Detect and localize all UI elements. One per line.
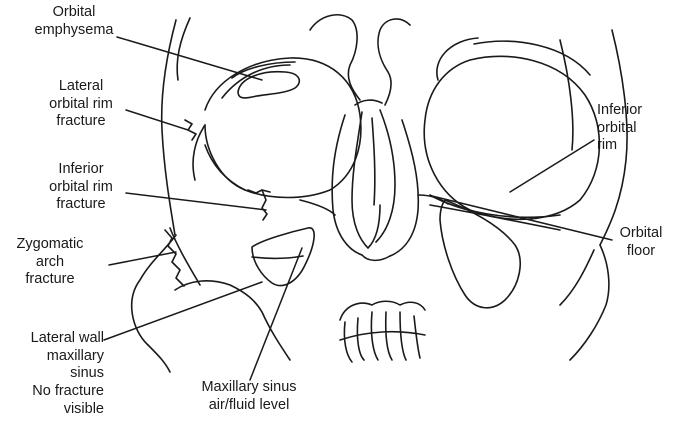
nasal-structures: [300, 15, 448, 261]
label-maxillary-sinus-air-fluid-level: Maxillary sinus air/fluid level: [174, 379, 324, 414]
leader-inferior-orbital-rim-fracture: [126, 193, 266, 210]
leader-inferior-orbital-rim: [510, 140, 594, 192]
label-no-fracture-visible: No fracture visible: [0, 383, 104, 418]
skull-outline: [132, 18, 627, 372]
leader-lateral-wall-maxillary-sinus: [104, 282, 262, 340]
maxillary-sinuses: [175, 200, 560, 360]
leader-orbital-emphysema: [117, 37, 262, 80]
label-orbital-emphysema: Orbital emphysema: [29, 4, 119, 39]
left-orbit: [193, 58, 361, 220]
label-orbital-floor: Orbital floor: [608, 225, 674, 260]
label-inferior-orbital-rim-fracture: Inferior orbital rim fracture: [36, 161, 126, 214]
leader-zygomatic-arch-fracture: [109, 252, 176, 265]
leader-lateral-orbital-rim-fracture: [126, 110, 188, 130]
label-inferior-orbital-rim: Inferior orbital rim: [597, 102, 677, 155]
label-lateral-wall-maxillary-sinus: Lateral wall maxillary sinus: [0, 330, 104, 383]
label-lateral-orbital-rim-fracture: Lateral orbital rim fracture: [36, 78, 126, 131]
label-zygomatic-arch-fracture: Zygomatic arch fracture: [5, 236, 95, 289]
leader-orbital-floor: [432, 196, 612, 240]
teeth: [340, 301, 425, 362]
